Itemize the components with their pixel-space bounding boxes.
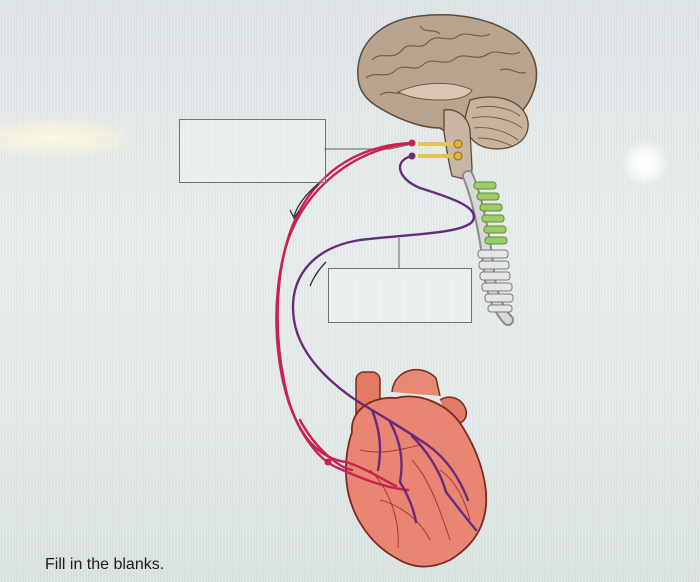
heart bbox=[345, 368, 488, 568]
light-glare-right bbox=[622, 140, 668, 186]
heart-body bbox=[345, 395, 488, 568]
blank-input-1[interactable] bbox=[180, 120, 325, 182]
blank-answer-box-2[interactable] bbox=[328, 268, 472, 323]
spinal-column bbox=[462, 170, 514, 326]
parasympathetic-pathway bbox=[291, 152, 478, 532]
blank-answer-box-1[interactable] bbox=[179, 119, 326, 183]
arrow-down-icon bbox=[293, 183, 319, 217]
sympathetic-pathway bbox=[275, 139, 416, 492]
brain-gyri bbox=[365, 25, 527, 96]
lumbar-vertebrae bbox=[477, 249, 514, 313]
blank-input-2[interactable] bbox=[329, 269, 471, 322]
direction-arrows bbox=[289, 183, 327, 287]
light-glare-left bbox=[0, 118, 135, 158]
corpus-callosum bbox=[396, 82, 473, 101]
brainstem-connectors bbox=[418, 139, 463, 161]
leader-lines bbox=[324, 143, 413, 268]
arrow-down-icon bbox=[309, 261, 327, 287]
aortic-arch bbox=[391, 368, 441, 397]
thoracic-segments bbox=[473, 181, 508, 245]
brain bbox=[357, 14, 538, 180]
instruction-text: Fill in the blanks. bbox=[45, 556, 165, 573]
